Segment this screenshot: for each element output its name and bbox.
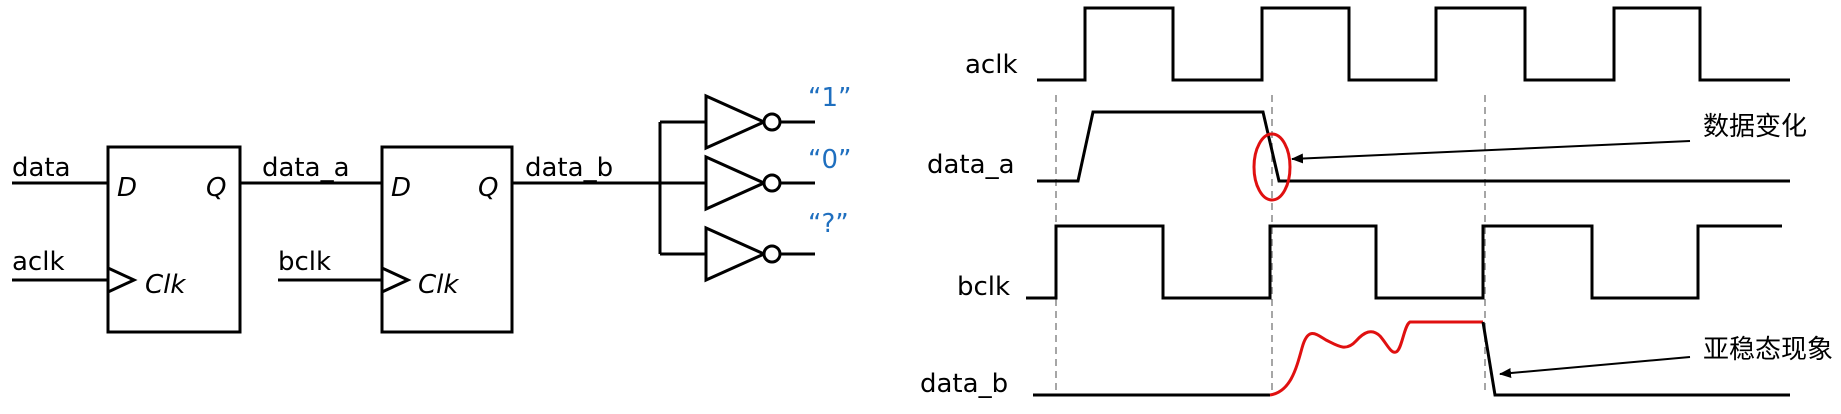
waveform-aclk [1037, 6, 1790, 82]
flip-flop-1-box [106, 145, 242, 334]
flip-flop-1: D Q Clk [106, 145, 242, 334]
circuit-schematic: data aclk D Q Clk data_a bclk D Q Clk da… [12, 83, 851, 334]
flip-flop-2-q-label: Q [478, 173, 498, 203]
waveform-bclk [1026, 224, 1782, 300]
flip-flop-2-d-label: D [391, 173, 411, 203]
input-aclk-label: aclk [12, 247, 65, 277]
data-b-wire-label: data_b [525, 153, 613, 183]
annotation-metastability: 亚稳态现象 [1703, 335, 1833, 365]
output-label-unknown: “?” [808, 209, 849, 239]
inverter-1 [704, 93, 815, 151]
signal-label-data-b: data_b [920, 369, 1008, 399]
data-a-wire-label: data_a [262, 153, 350, 183]
data-change-highlight [1252, 132, 1292, 202]
inverter-3 [704, 225, 815, 283]
flip-flop-2-clk-label: Clk [418, 270, 459, 300]
signal-label-data-a: data_a [927, 150, 1015, 180]
flip-flop-2-box [380, 145, 514, 334]
inverter-2 [704, 154, 815, 212]
flip-flop-2-clock-triangle [381, 266, 412, 294]
timing-diagram: aclk data_a bclk data_b 数据变化 亚稳态现象 [920, 6, 1833, 399]
data-change-arrow [1291, 140, 1691, 164]
flip-flop-1-clk-label: Clk [145, 270, 186, 300]
annotation-data-change: 数据变化 [1703, 112, 1807, 142]
input-data-label: data [12, 153, 71, 183]
flip-flop-1-clock-triangle [107, 266, 138, 294]
signal-label-aclk: aclk [965, 50, 1018, 80]
signal-label-bclk: bclk [957, 272, 1010, 302]
waveform-data-b-settle [1481, 321, 1790, 397]
input-bclk-label: bclk [278, 247, 331, 277]
flip-flop-1-d-label: D [117, 173, 137, 203]
metastability-arrow [1499, 356, 1691, 378]
output-label-0: “0” [808, 145, 851, 175]
flip-flop-1-q-label: Q [206, 173, 226, 203]
output-label-1: “1” [808, 83, 851, 113]
waveform-data-b-metastable [1269, 320, 1483, 397]
flip-flop-2: D Q Clk [380, 145, 514, 334]
waveform-data-a [1037, 110, 1790, 183]
